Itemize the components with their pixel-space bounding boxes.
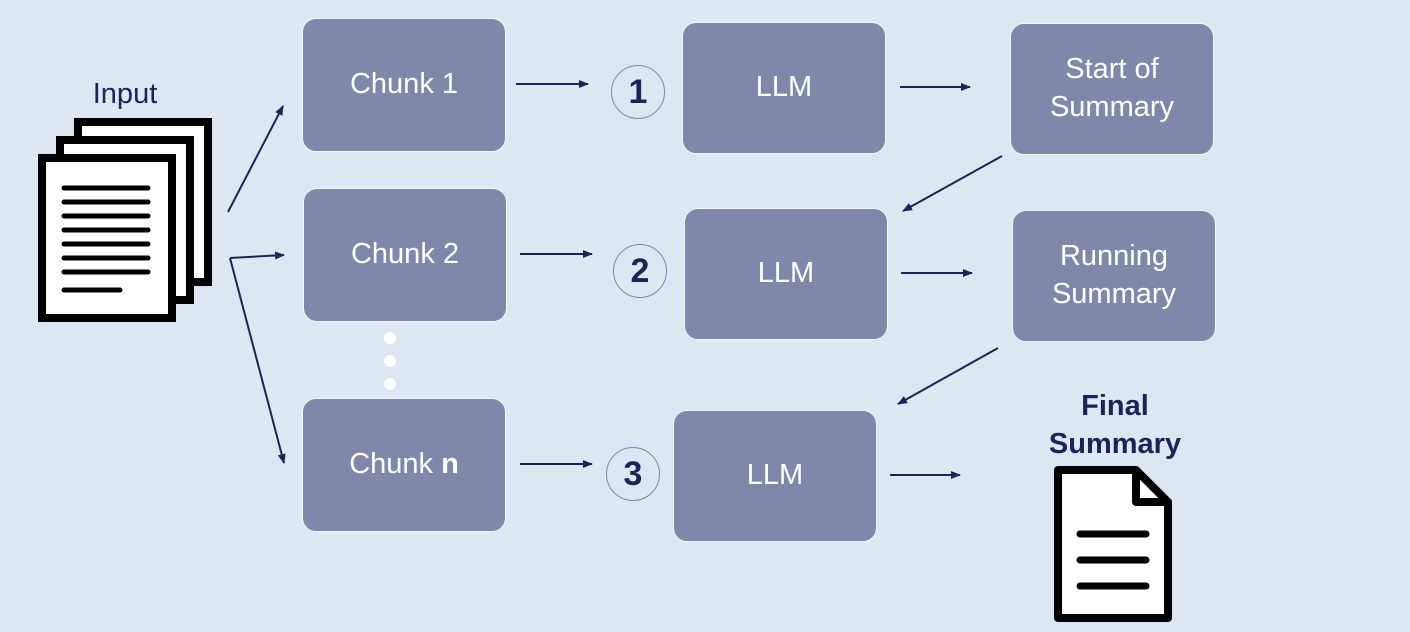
step-3-badge: 3 xyxy=(606,447,660,501)
arrow-running-summary-to-llm-3 xyxy=(897,347,999,405)
step-1-badge: 1 xyxy=(611,65,665,119)
final-summary-label: Final Summary xyxy=(1020,388,1210,463)
ellipsis-dots xyxy=(384,332,396,390)
arrow-input-to-chunk-n xyxy=(229,257,286,464)
llm-1-box: LLM xyxy=(682,22,886,154)
start-summary-line-2: Summary xyxy=(1049,91,1175,123)
arrow-input-to-chunk-1 xyxy=(227,105,284,213)
running-summary-line-1: Running xyxy=(1059,240,1168,273)
chunk-n-label: Chunk xyxy=(349,448,442,481)
document-icon xyxy=(1054,466,1172,622)
arrow-input-to-chunk-2 xyxy=(229,251,285,260)
llm-2-box: LLM xyxy=(684,208,888,340)
llm-3-box: LLM xyxy=(673,410,877,542)
chunk-2-box: Chunk 2 xyxy=(303,188,507,322)
start-summary-line-1: Start of xyxy=(1065,53,1159,86)
arrow-start-summary-to-llm-2 xyxy=(902,155,1003,212)
final-summary-line-2: Summary xyxy=(1048,427,1182,460)
chunk-1-box: Chunk 1 xyxy=(302,18,506,152)
chunk-n-box: Chunk n xyxy=(302,398,506,532)
final-summary-line-1: Final xyxy=(1081,390,1149,422)
chunk-n-bold: n xyxy=(441,448,459,481)
step-2-badge: 2 xyxy=(613,244,667,298)
stacked-documents-icon xyxy=(38,118,212,322)
chunk-1-label: Chunk 1 xyxy=(349,68,458,101)
input-label: Input xyxy=(92,78,158,110)
start-summary-box: Start of Summary xyxy=(1010,23,1214,155)
chunk-2-label: Chunk 2 xyxy=(350,238,459,271)
running-summary-line-2: Summary xyxy=(1051,278,1177,310)
